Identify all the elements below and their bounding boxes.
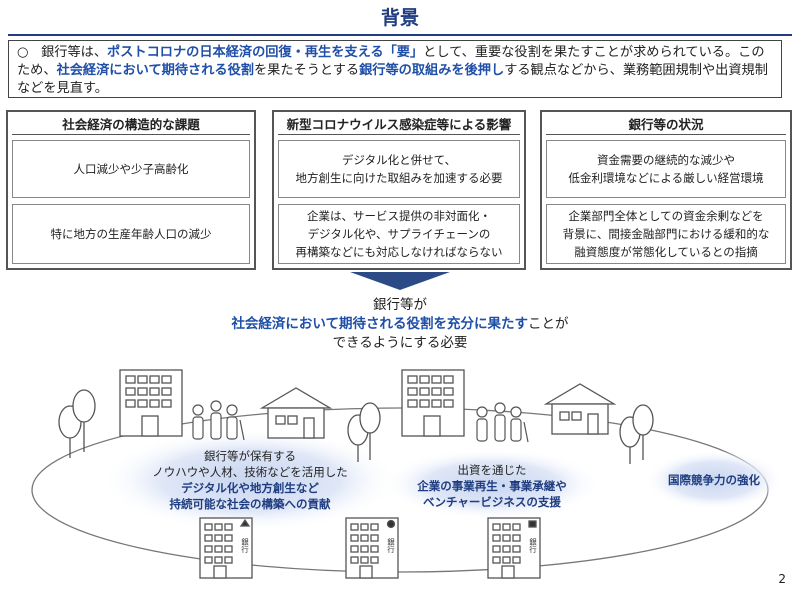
bubble-left: 銀行等が保有する ノウハウや人材、技術などを活用した デジタル化や地方創生など … xyxy=(110,448,390,512)
intro-highlight-3: 銀行等の取組みを後押し xyxy=(359,63,505,78)
page-number: 2 xyxy=(778,572,786,586)
status-text: 融資態度が常態化しているとの指摘 xyxy=(574,245,758,259)
status-text: 企業部門全体としての資金余剰などを xyxy=(568,209,764,223)
bank-sign: 銀行 xyxy=(240,538,249,555)
intro-text-4: する観点などから、業務範囲規制や出資規制などを見直す。 xyxy=(17,63,768,96)
glow-left xyxy=(100,428,400,532)
intro-bullet: ○ xyxy=(17,45,29,60)
house-icon xyxy=(543,383,617,435)
impact-text: 地方創生に向けた取組みを加速する必要 xyxy=(295,171,503,185)
glow-middle xyxy=(382,448,602,520)
tree-icon xyxy=(632,404,654,460)
impact-text: 企業は、サービス提供の非対面化・ xyxy=(307,209,491,223)
status-text: 低金利環境などによる厳しい経営環境 xyxy=(568,171,764,185)
bubble-line-highlight: 持続可能な社会の構築への貢献 xyxy=(169,497,331,511)
tree-icon xyxy=(72,389,96,452)
impact-text: デジタル化と併せて、 xyxy=(341,153,457,167)
status-box-1: 資金需要の継続的な減少や 低金利環境などによる厳しい経営環境 xyxy=(546,140,786,198)
issue-text: 人口減少や少子高齢化 xyxy=(73,162,189,176)
office-building-icon xyxy=(401,369,465,437)
intro-highlight-1: ポストコロナの日本経済の回復・再生を支える「要」 xyxy=(107,45,424,60)
society-illustration: 銀行 銀行 銀行 xyxy=(31,369,784,579)
bubble-line: 銀行等が保有する xyxy=(204,449,296,463)
column-divider xyxy=(278,134,520,135)
impact-box-1: デジタル化と併せて、 地方創生に向けた取組みを加速する必要 xyxy=(278,140,520,198)
intro-highlight-2: 社会経済において期待される役割 xyxy=(56,63,254,78)
issue-box-2: 特に地方の生産年齢人口の減少 xyxy=(12,204,250,264)
glow-right xyxy=(644,450,784,510)
result-line-1: 銀行等が xyxy=(373,297,427,313)
bubble-middle: 出資を通じた 企業の事業再生・事業承継や ベンチャービジネスの支援 xyxy=(392,462,592,510)
column-title: 社会経済の構造的な課題 xyxy=(62,117,200,132)
bank-building-icon xyxy=(199,517,253,579)
bubble-line-highlight: デジタル化や地方創生など xyxy=(181,481,319,495)
impact-text: デジタル化や、サプライチェーンの xyxy=(307,227,491,241)
column-title: 新型コロナウイルス感染症等による影響 xyxy=(286,117,512,132)
impact-box-2: 企業は、サービス提供の非対面化・ デジタル化や、サプライチェーンの 再構築などに… xyxy=(278,204,520,264)
bank-sign: 銀行 xyxy=(528,538,537,555)
bubble-line-highlight: 企業の事業再生・事業承継や xyxy=(417,479,567,493)
office-building-icon xyxy=(119,369,183,437)
status-box-2: 企業部門全体としての資金余剰などを 背景に、間接金融部門における緩和的な 融資態… xyxy=(546,204,786,264)
result-line-2: 社会経済において期待される役割を充分に果たすことが xyxy=(0,315,800,334)
intro-text-2: として、重要な役割を果たすことが求められている。このため、 xyxy=(17,45,765,78)
result-line-2-rest: ことが xyxy=(528,316,569,332)
column-divider xyxy=(12,134,250,135)
bubble-line-highlight: 国際競争力の強化 xyxy=(668,473,760,487)
column-structural-issues: 社会経済の構造的な課題 人口減少や少子高齢化 特に地方の生産年齢人口の減少 xyxy=(6,110,256,270)
column-divider xyxy=(546,134,786,135)
bubble-right: 国際競争力の強化 xyxy=(650,472,778,488)
result-highlight: 社会経済において期待される役割を充分に果たす xyxy=(231,316,529,332)
column-bank-status: 銀行等の状況 資金需要の継続的な減少や 低金利環境などによる厳しい経営環境 企業… xyxy=(540,110,792,270)
intro-text-3: を果たそうとする xyxy=(253,63,360,78)
result-line-3: できるようにする必要 xyxy=(332,335,468,351)
bank-building-icon xyxy=(345,517,399,579)
bank-building-icon xyxy=(487,517,541,579)
bubble-line-highlight: ベンチャービジネスの支援 xyxy=(423,495,561,509)
people-group-icon xyxy=(476,402,529,443)
result-statement: 銀行等が 社会経済において期待される役割を充分に果たすことが できるようにする必… xyxy=(0,296,800,353)
column-covid-impact: 新型コロナウイルス感染症等による影響 デジタル化と併せて、 地方創生に向けた取組… xyxy=(272,110,526,270)
title-divider xyxy=(8,34,792,36)
impact-text: 再構築などにも対応しなければならない xyxy=(295,245,503,259)
issue-text: 特に地方の生産年齢人口の減少 xyxy=(50,227,212,241)
status-text: 資金需要の継続的な減少や xyxy=(597,153,735,167)
bank-sign: 銀行 xyxy=(386,538,395,555)
intro-text-1: 銀行等は、 xyxy=(41,45,108,60)
people-group-icon xyxy=(192,400,245,441)
down-arrow-icon xyxy=(350,272,450,290)
status-text: 背景に、間接金融部門における緩和的な xyxy=(562,227,770,241)
bubble-line: ノウハウや人材、技術などを活用した xyxy=(152,465,348,479)
bubble-line: 出資を通じた xyxy=(457,463,527,477)
tree-icon xyxy=(359,402,381,460)
issue-box-1: 人口減少や少子高齢化 xyxy=(12,140,250,198)
house-icon xyxy=(259,387,333,439)
intro-paragraph: ○ 銀行等は、ポストコロナの日本経済の回復・再生を支える「要」として、重要な役割… xyxy=(8,40,782,98)
column-title: 銀行等の状況 xyxy=(628,117,704,132)
page-title: 背景 xyxy=(380,7,419,29)
